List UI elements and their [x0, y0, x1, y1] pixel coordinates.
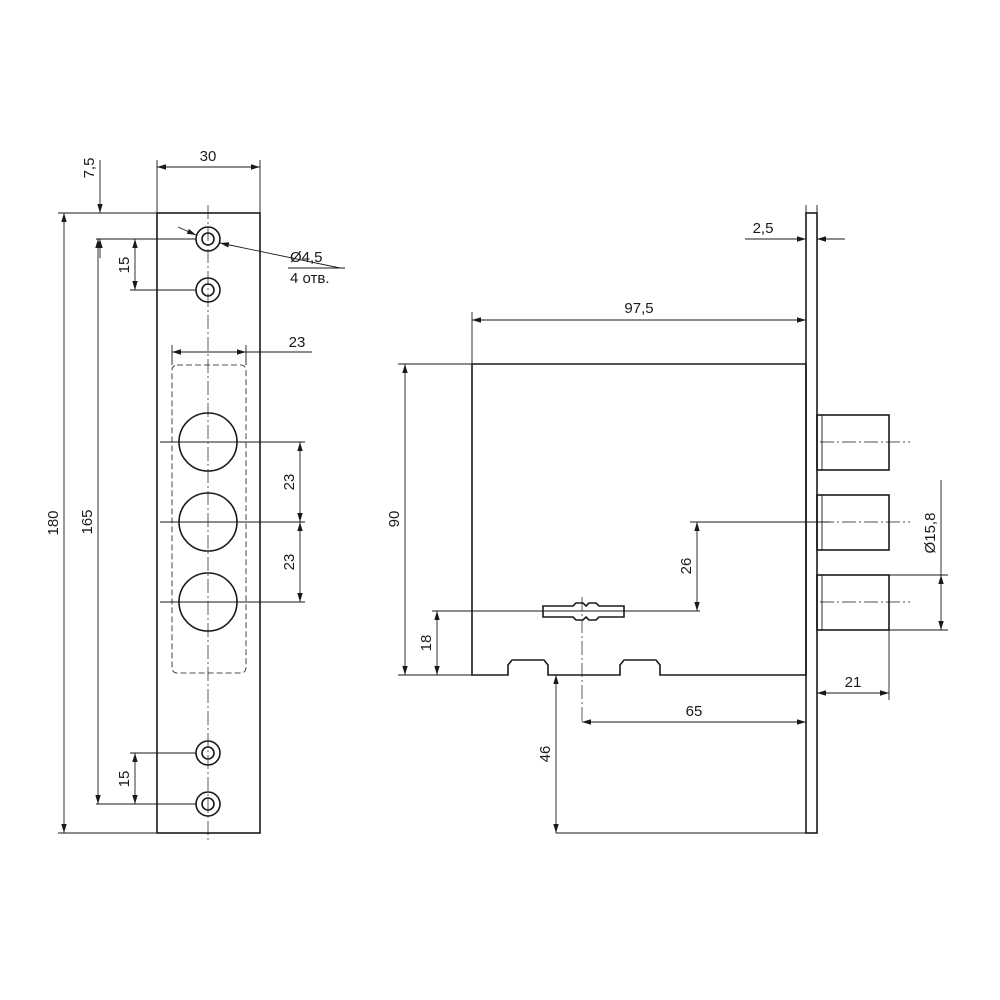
mortise-cutout	[171, 364, 247, 674]
lock-body-side-view	[432, 212, 910, 834]
plate-width-label: 30	[200, 148, 217, 165]
cutout-width-label: 23	[289, 334, 306, 351]
case-depth-label: 97,5	[624, 300, 653, 317]
side-dimensions: 2,5 97,5 90 18 26 Ø15,8 21 65	[386, 205, 948, 834]
screw-span-label: 165	[79, 509, 96, 534]
screw-spacing-bottom-label: 15	[116, 771, 133, 788]
keyhole	[542, 602, 625, 621]
bolt-projection-label: 21	[845, 674, 862, 691]
bolt	[816, 414, 890, 471]
backset-label: 65	[686, 703, 703, 720]
faceplate-thickness-label: 2,5	[753, 220, 774, 237]
screw-spacing-top-label: 15	[116, 257, 133, 274]
keyhole-from-bottom-label: 46	[537, 746, 554, 763]
bolt-pitch-2-label: 23	[281, 554, 298, 571]
bolt	[816, 494, 890, 551]
bolt-diameter-label: Ø15,8	[922, 513, 939, 554]
faceplate-front-view	[58, 205, 305, 840]
bolt	[816, 574, 890, 631]
total-height-label: 180	[45, 510, 62, 535]
hole-count-label: 4 отв.	[290, 270, 330, 287]
top-offset-label: 7,5	[81, 158, 98, 179]
faceplate-outline	[156, 212, 261, 834]
lock-case	[471, 363, 807, 676]
bolt-pitch-1-label: 23	[281, 474, 298, 491]
front-dimensions: 30 7,5 15 15 180 165 23 23 23 Ø4,5	[45, 148, 345, 833]
faceplate-side	[805, 212, 818, 834]
case-height-label: 90	[386, 511, 403, 528]
keyhole-to-bolt-label: 26	[678, 558, 695, 575]
keyhole-height-label: 18	[418, 635, 435, 652]
hole-diameter-label: Ø4,5	[290, 249, 323, 266]
